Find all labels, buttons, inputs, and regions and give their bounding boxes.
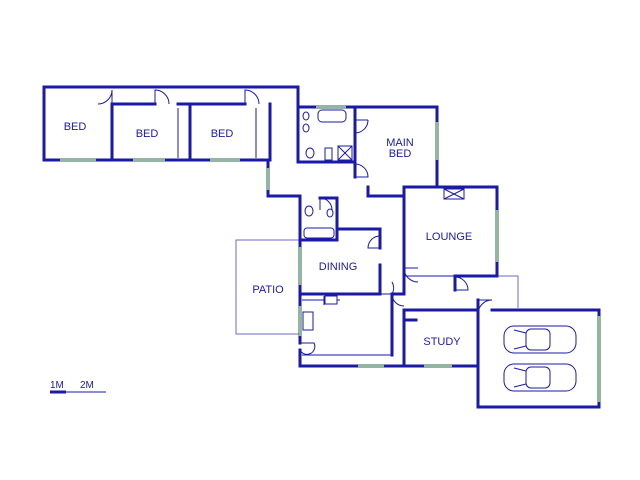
room-label-main-bed: MAIN — [386, 137, 414, 149]
bath-tub — [317, 109, 347, 123]
patio-outline — [235, 239, 300, 335]
room-label-study: STUDY — [423, 336, 461, 348]
car-top — [503, 325, 577, 354]
car-bottom — [503, 363, 577, 392]
room-label-lounge: LOUNGE — [426, 231, 472, 243]
room-label-main-bed: BED — [389, 148, 412, 160]
basin — [302, 111, 310, 121]
vanity — [324, 147, 333, 161]
windows — [60, 105, 601, 402]
room-label-bed: BED — [136, 128, 159, 140]
doors — [97, 89, 493, 355]
inner-lines — [177, 108, 392, 356]
sink — [302, 311, 314, 331]
room-label-bed: BED — [64, 121, 87, 133]
basin — [302, 123, 310, 133]
scale-label-2m: 2M — [80, 380, 94, 391]
toilet — [304, 205, 314, 217]
bath-tub — [303, 227, 335, 239]
room-label-patio: PATIO — [252, 284, 284, 296]
room-label-bed: BED — [211, 128, 234, 140]
basin — [326, 208, 334, 218]
toilet — [305, 147, 315, 159]
fixtures — [302, 109, 465, 331]
room-label-dining: DINING — [319, 261, 358, 273]
scale-bar: 1M 2M — [50, 380, 106, 394]
stove — [324, 295, 338, 305]
exterior-walls — [42, 85, 601, 409]
scale-label-1m: 1M — [50, 380, 64, 391]
